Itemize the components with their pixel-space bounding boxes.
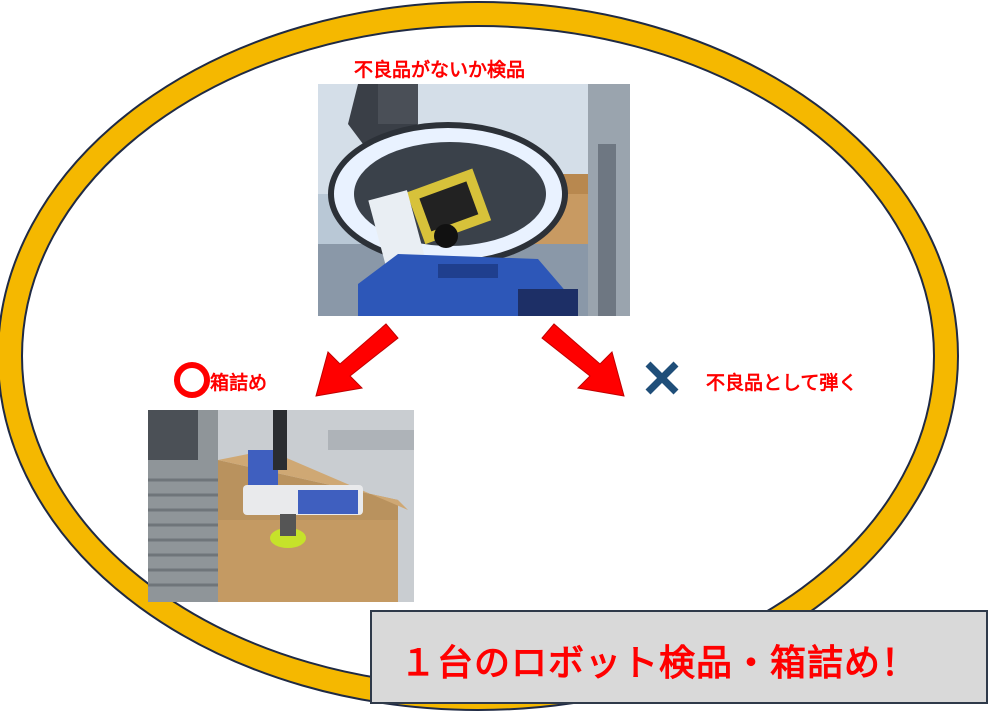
arrow-down-right-icon	[541, 323, 625, 397]
cross-icon	[645, 361, 679, 395]
summary-banner: １台のロボット検品・箱詰め！	[370, 610, 988, 704]
inspection-label: 不良品がないか検品	[354, 59, 526, 81]
banner-text: １台のロボット検品・箱詰め！	[400, 643, 919, 684]
arrow-down-left-icon	[315, 323, 399, 397]
inspection-camera-photo	[318, 84, 630, 316]
packing-robot-photo	[148, 410, 414, 602]
reject-label: 不良品として弾く	[706, 372, 858, 394]
packing-label: 箱詰め	[210, 372, 268, 394]
circle-icon	[174, 362, 210, 398]
